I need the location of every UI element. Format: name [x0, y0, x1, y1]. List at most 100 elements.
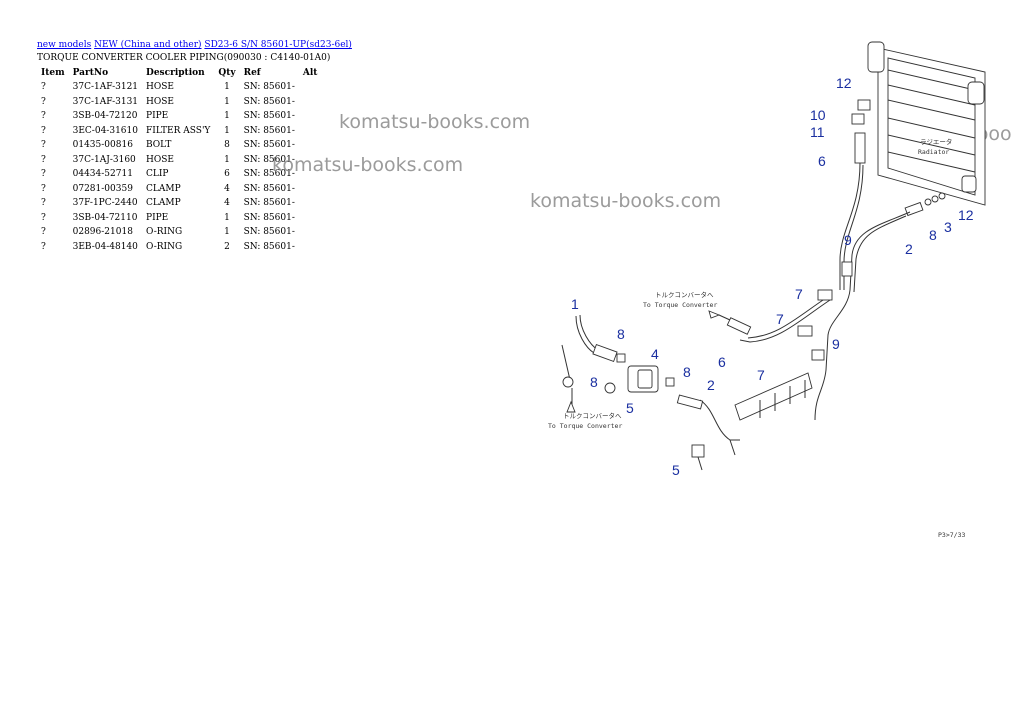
callout-label: 7	[776, 311, 784, 327]
cell-item: ?	[41, 198, 46, 209]
cell-description: CLAMP	[146, 198, 181, 209]
cell-ref: SN: 85601-	[243, 96, 295, 107]
cell-qty: 4	[224, 198, 230, 209]
note-torque-converter-jp: トルクコンバータへ	[655, 290, 714, 299]
table-row: ? 07281-00359 CLAMP 4 SN: 85601-	[37, 182, 321, 197]
breadcrumb-link-new-models[interactable]: new models	[37, 40, 92, 50]
callout-label: 1	[571, 296, 579, 312]
cell-item: ?	[41, 212, 46, 223]
breadcrumb-link-model[interactable]: SD23-6 S/N 85601-UP(sd23-6el)	[204, 40, 352, 50]
cell-ref: SN: 85601-	[243, 183, 295, 194]
clamp-bracket	[734, 372, 813, 421]
parts-table: Item PartNo Description Qty Ref Alt ?37C…	[37, 66, 321, 254]
callout-label: 5	[672, 462, 680, 478]
cell-description: CLIP	[146, 169, 169, 180]
cell-qty: 1	[224, 111, 230, 122]
cell-description: CLAMP	[146, 183, 181, 194]
cell-qty: 6	[224, 169, 230, 180]
radiator-en-label: Radiator	[918, 148, 949, 156]
cell-item: ?	[41, 241, 46, 252]
cell-alt	[299, 95, 322, 110]
cell-item: ?	[41, 183, 46, 194]
cell-description: BOLT	[146, 140, 172, 151]
cell-qty: 1	[224, 125, 230, 136]
cell-description: O-RING	[146, 227, 183, 238]
piping-lines	[561, 162, 911, 456]
cell-item: ?	[41, 227, 46, 238]
callout-label: 3	[944, 219, 952, 235]
callout-label: 11	[810, 124, 825, 140]
cell-partno: 37C-1AF-3131	[72, 96, 139, 107]
cell-item: ?	[41, 169, 46, 180]
cell-qty: 4	[224, 183, 230, 194]
cell-alt	[299, 80, 322, 95]
cell-description: HOSE	[146, 96, 174, 107]
cell-ref: SN: 85601-	[243, 82, 295, 93]
cell-description: PIPE	[146, 111, 169, 122]
radiator-fittings	[851, 99, 946, 217]
callout-label: 9	[832, 336, 840, 352]
cell-alt	[299, 240, 322, 255]
table-row: ? 37C-1AF-3131 HOSE 1 SN: 85601-	[37, 95, 321, 110]
callout-label: 2	[707, 377, 715, 393]
col-header-item: Item	[41, 68, 65, 78]
callout-label: 8	[590, 374, 598, 390]
cell-partno: 37C-1AJ-3160	[72, 154, 136, 165]
cell-description: PIPE	[146, 212, 169, 223]
cell-ref: SN: 85601-	[243, 227, 295, 238]
col-header-alt: Alt	[302, 68, 318, 78]
table-row: ? 37F-1PC-2440 CLAMP 4 SN: 85601-	[37, 196, 321, 211]
cell-qty: 1	[224, 212, 230, 223]
col-header-partno: PartNo	[72, 68, 109, 78]
cell-alt	[299, 138, 322, 153]
table-row: ? 02896-21018 O-RING 1 SN: 85601-	[37, 225, 321, 240]
parts-diagram: ラジエータ Radiator	[548, 41, 986, 539]
cell-qty: 1	[224, 227, 230, 238]
cell-ref: SN: 85601-	[243, 241, 295, 252]
cell-partno: 04434-52711	[72, 169, 133, 180]
col-header-qty: Qty	[218, 68, 236, 78]
callout-label: 5	[626, 400, 634, 416]
cell-alt	[299, 182, 322, 197]
note-torque-converter-en-2: To Torque Converter	[548, 422, 622, 430]
callout-label: 12	[836, 75, 852, 91]
callout-label: 12	[958, 207, 974, 223]
note-torque-converter-en: To Torque Converter	[643, 301, 717, 309]
col-header-ref: Ref	[243, 68, 261, 78]
callout-label: 7	[795, 286, 803, 302]
cell-qty: 1	[224, 96, 230, 107]
radiator-jp-label: ラジエータ	[920, 137, 952, 146]
cell-item: ?	[41, 125, 46, 136]
callout-label: 4	[651, 346, 659, 362]
callout-label: 8	[617, 326, 625, 342]
cell-ref: SN: 85601-	[243, 198, 295, 209]
cell-ref: SN: 85601-	[243, 212, 295, 223]
callout-label: 9	[844, 232, 852, 248]
callout-label: 7	[757, 367, 765, 383]
callout-label: 8	[683, 364, 691, 380]
cell-ref: SN: 85601-	[243, 154, 295, 165]
cell-alt	[299, 225, 322, 240]
cell-item: ?	[41, 96, 46, 107]
breadcrumb-link-new-china[interactable]: NEW (China and other)	[94, 40, 202, 50]
cell-partno: 3SB-04-72120	[72, 111, 138, 122]
callout-label: 2	[905, 241, 913, 257]
cell-alt	[299, 124, 322, 139]
breadcrumb: new models NEW (China and other) SD23-6 …	[37, 40, 352, 50]
cell-qty: 1	[224, 82, 230, 93]
cell-ref: SN: 85601-	[243, 111, 295, 122]
cell-qty: 2	[224, 241, 230, 252]
cell-description: HOSE	[146, 82, 174, 93]
cell-partno: 07281-00359	[72, 183, 133, 194]
cell-ref: SN: 85601-	[243, 140, 295, 151]
note-torque-converter-jp-2: トルクコンバータへ	[563, 411, 622, 420]
cell-item: ?	[41, 111, 46, 122]
cell-partno: 02896-21018	[72, 227, 133, 238]
watermark: komatsu-books.com	[339, 111, 531, 133]
radiator-drawing: ラジエータ Radiator	[867, 41, 986, 206]
cell-partno: 37F-1PC-2440	[72, 198, 138, 209]
